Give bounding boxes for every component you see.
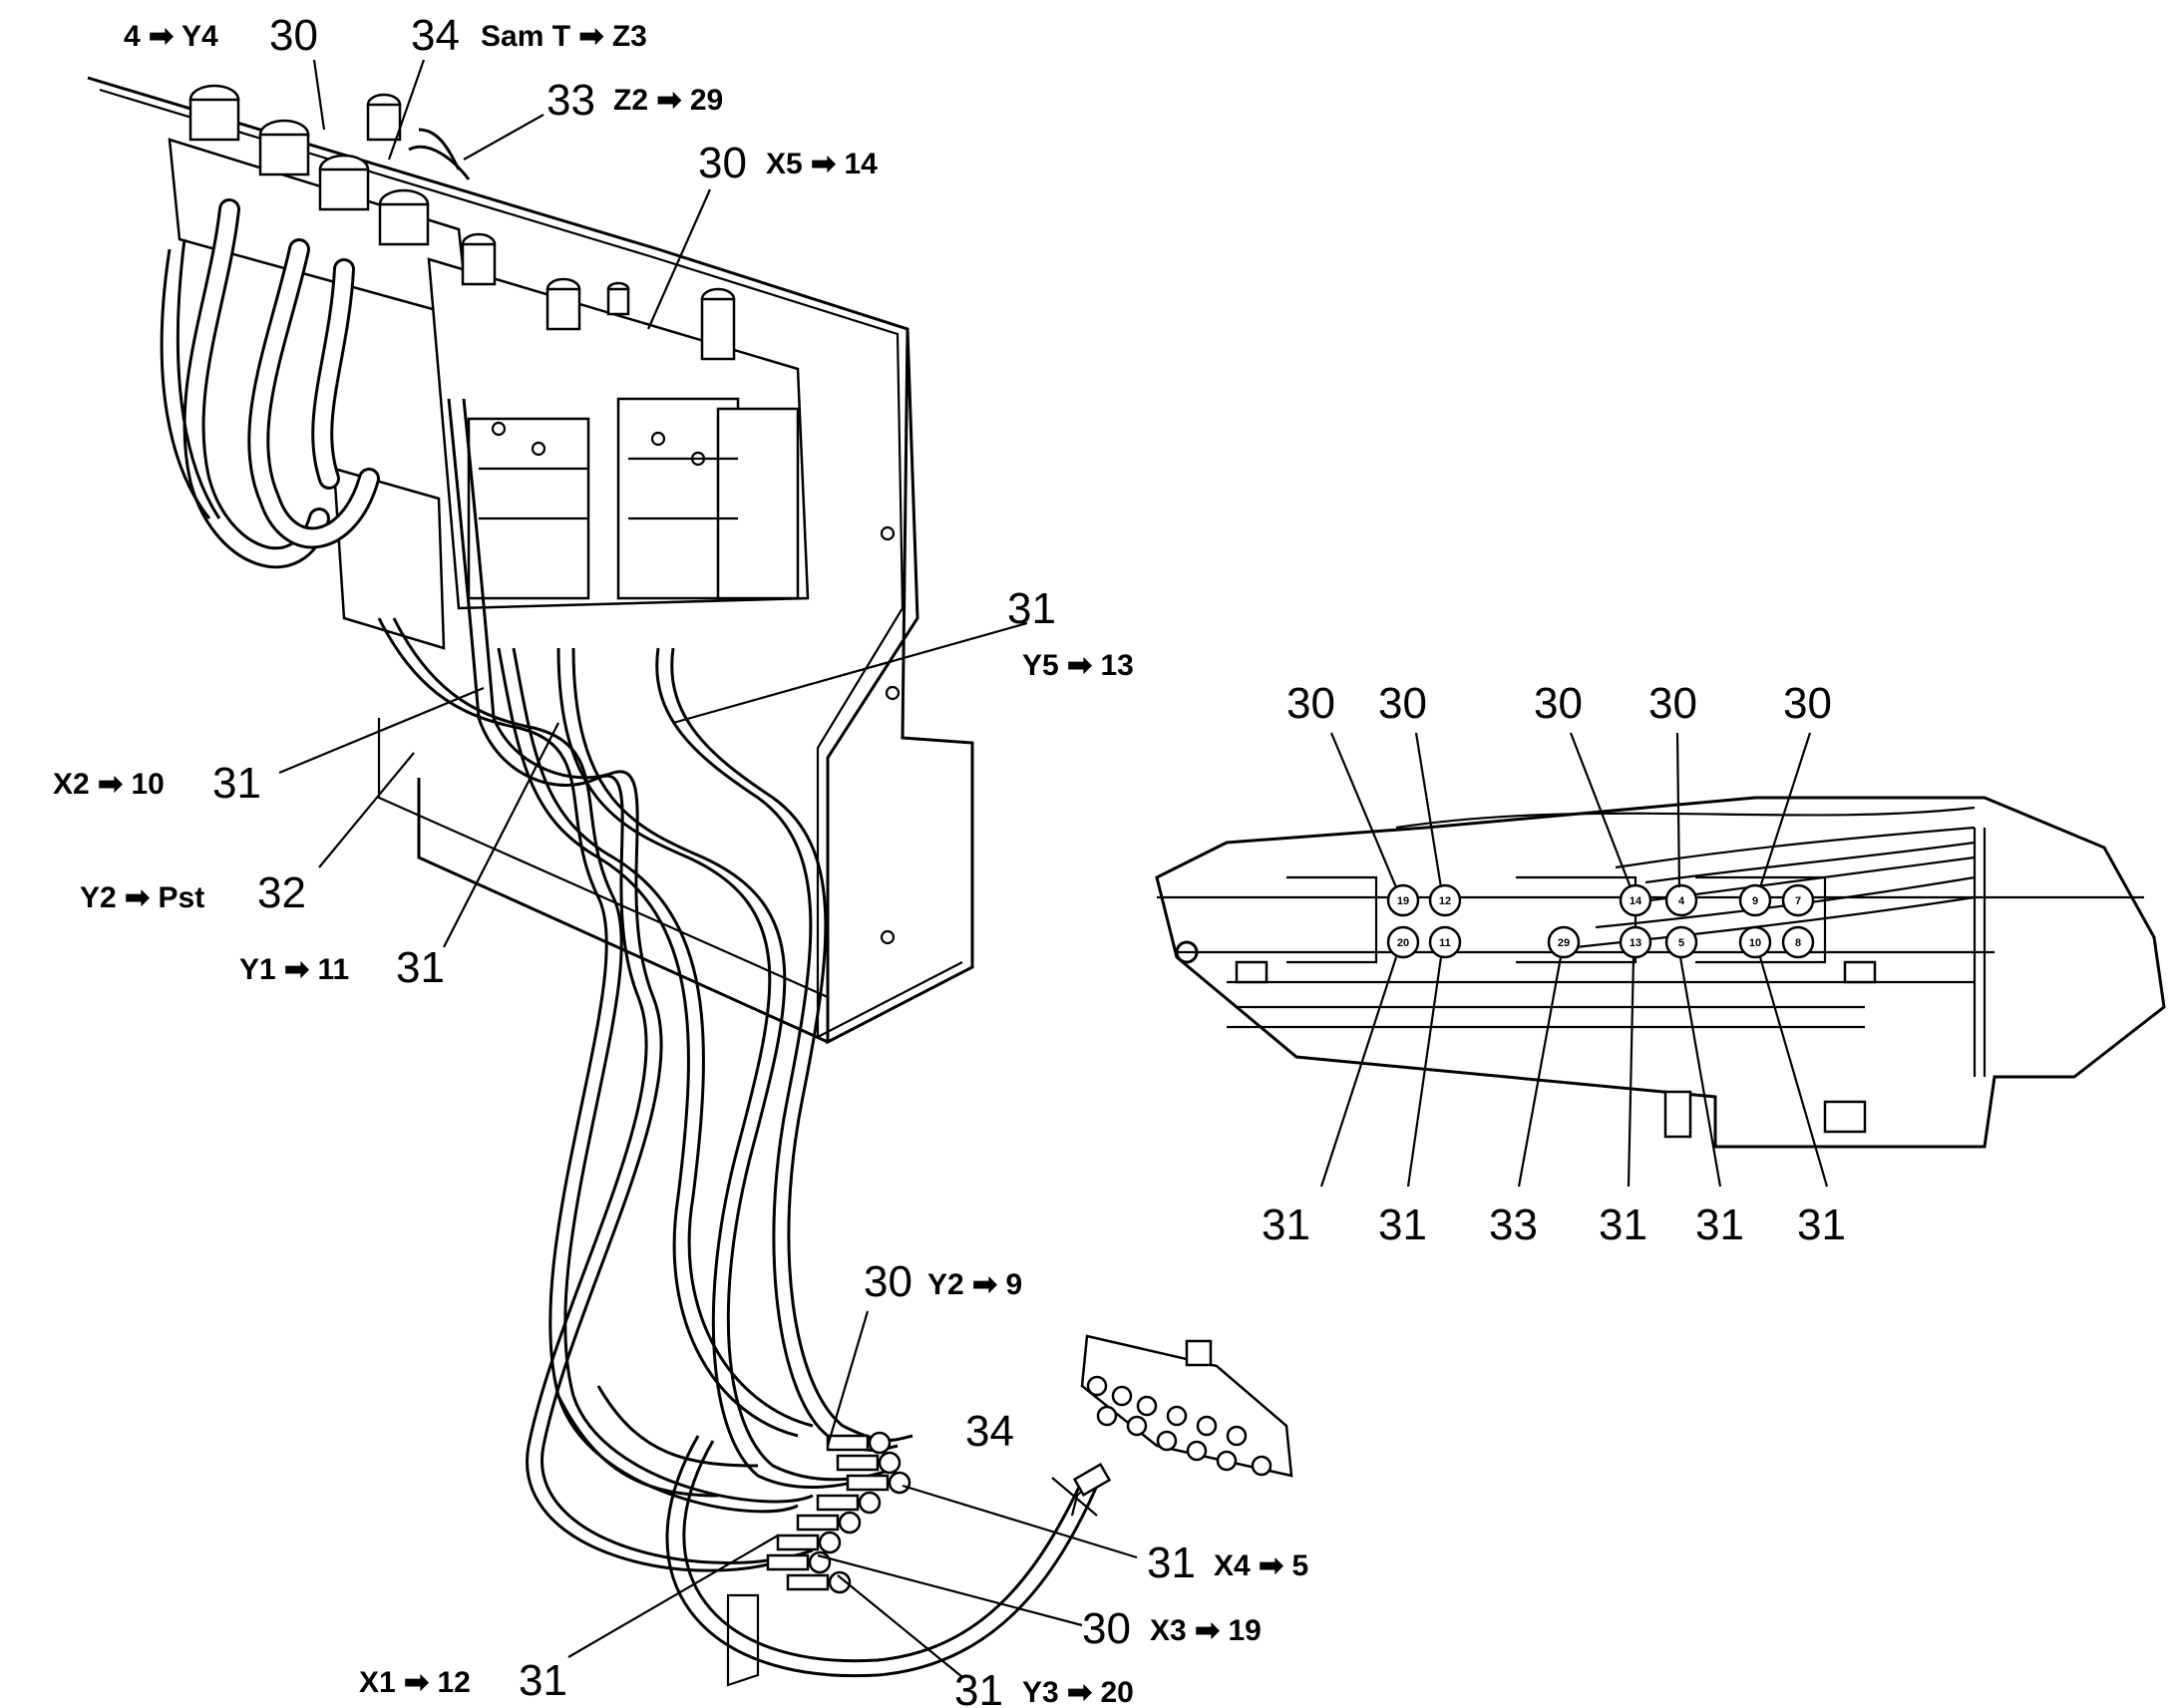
callout-31-x4: 31 xyxy=(1147,1538,1196,1587)
conn-4-y4: 4 ➡ Y4 xyxy=(124,20,218,53)
conn-y2-pst: Y2 ➡ Pst xyxy=(80,881,204,914)
distribution-manifold xyxy=(1070,1334,1293,1517)
callout-31-y3: 31 xyxy=(954,1666,1003,1708)
conn-x1-12: X1 ➡ 12 xyxy=(359,1666,471,1699)
callout-31-y1: 31 xyxy=(396,943,445,992)
port-8: 8 xyxy=(1795,937,1801,949)
callout-31-y5: 31 xyxy=(1007,584,1056,633)
callout-30-x5: 30 xyxy=(698,139,747,187)
conn-x2-10: X2 ➡ 10 xyxy=(53,768,165,801)
conn-y3-20: Y3 ➡ 20 xyxy=(1022,1676,1134,1708)
valve-mounting-plate xyxy=(87,76,974,1045)
callout-numbers: 30 34 33 30 31 31 32 31 30 34 31 30 31 3… xyxy=(212,11,1846,1708)
detail-callout-30-1: 30 xyxy=(1286,679,1335,728)
hose-end-fittings xyxy=(726,1431,911,1687)
callout-30-x3: 30 xyxy=(1082,1604,1131,1653)
detail-callout-31-5: 31 xyxy=(1797,1200,1846,1249)
detail-callout-31-2: 31 xyxy=(1378,1200,1427,1249)
detail-callout-30-2: 30 xyxy=(1378,679,1427,728)
port-12: 12 xyxy=(1439,895,1451,907)
detail-callout-30-3: 30 xyxy=(1534,679,1583,728)
port-5: 5 xyxy=(1678,937,1684,949)
port-10: 10 xyxy=(1749,937,1761,949)
detail-leader-lines xyxy=(1319,732,1829,1188)
conn-y5-13: Y5 ➡ 13 xyxy=(1022,649,1134,682)
port-14: 14 xyxy=(1630,895,1642,907)
detail-callout-30-4: 30 xyxy=(1648,679,1697,728)
conn-y1-11: Y1 ➡ 11 xyxy=(239,953,349,986)
main-leader-lines xyxy=(278,59,1138,1678)
callout-33-top: 33 xyxy=(546,76,595,125)
callout-34-bottom: 34 xyxy=(965,1407,1014,1456)
callout-32: 32 xyxy=(257,868,306,917)
callout-30-top: 30 xyxy=(269,11,318,60)
port-13: 13 xyxy=(1630,937,1641,949)
conn-x5-14: X5 ➡ 14 xyxy=(766,148,878,180)
conn-x3-19: X3 ➡ 19 xyxy=(1150,1614,1262,1647)
hose-bundle xyxy=(377,398,1099,1678)
callout-34-top: 34 xyxy=(411,11,460,60)
port-29: 29 xyxy=(1558,937,1570,949)
conn-y2-9: Y2 ➡ 9 xyxy=(927,1268,1022,1301)
detail-view xyxy=(1155,796,2166,1149)
port-19: 19 xyxy=(1397,895,1409,907)
conn-samt-z3: Sam T ➡ Z3 xyxy=(481,20,647,53)
detail-callout-31-4: 31 xyxy=(1695,1200,1744,1249)
conn-x4-5: X4 ➡ 5 xyxy=(1214,1549,1308,1582)
port-7: 7 xyxy=(1795,895,1801,907)
detail-callout-33: 33 xyxy=(1489,1200,1538,1249)
conn-z2-29: Z2 ➡ 29 xyxy=(613,84,723,117)
detail-port-circles xyxy=(1386,883,1815,959)
valve-caps xyxy=(188,84,736,361)
upper-hoses xyxy=(160,128,471,569)
port-11: 11 xyxy=(1439,937,1451,949)
detail-callout-31-1: 31 xyxy=(1262,1200,1310,1249)
valve-block xyxy=(168,138,810,650)
detail-callout-30-5: 30 xyxy=(1783,679,1832,728)
port-9: 9 xyxy=(1752,895,1758,907)
connection-labels: 4 ➡ Y4 Sam T ➡ Z3 Z2 ➡ 29 X5 ➡ 14 Y5 ➡ 1… xyxy=(53,20,1308,1708)
callout-31-x1: 31 xyxy=(519,1656,567,1705)
detail-callout-31-3: 31 xyxy=(1599,1200,1647,1249)
detail-port-labels: 19 12 14 4 9 7 20 11 29 13 5 10 8 xyxy=(1397,895,1801,949)
port-20: 20 xyxy=(1397,937,1409,949)
port-4: 4 xyxy=(1678,895,1685,907)
callout-31-x2: 31 xyxy=(212,759,261,808)
callout-30-y2: 30 xyxy=(864,1257,912,1306)
